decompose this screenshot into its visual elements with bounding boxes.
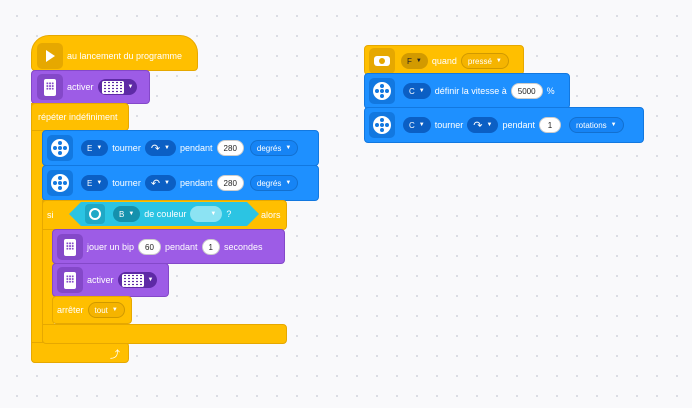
color-condition-label: de couleur [144, 209, 187, 219]
turn-label: tourner [112, 178, 141, 188]
note-input[interactable]: 60 [138, 239, 161, 255]
clockwise-icon: ↷ [150, 142, 161, 155]
motor-icon [47, 170, 73, 196]
hub-icon [37, 74, 63, 100]
set-speed-label: définir la vitesse à [434, 86, 507, 96]
stop-block[interactable]: arrêter tout▼ [52, 296, 132, 324]
force-sensor-icon [369, 48, 395, 74]
duration-input[interactable]: 1 [201, 239, 220, 255]
matrix-icon [121, 273, 144, 287]
state-dropdown[interactable]: pressé▼ [460, 53, 509, 69]
motor-turn-block-2[interactable]: E▼ tourner ↶▼ pendant 280 degrés▼ [42, 165, 319, 201]
unit-dropdown[interactable]: rotations▼ [568, 117, 624, 133]
activate-matrix-block[interactable]: activer ▼ [31, 70, 150, 104]
sensor-port-dropdown[interactable]: B▼ [113, 206, 140, 222]
motor-icon [369, 112, 395, 138]
if-label: si [47, 210, 54, 220]
percent-label: % [546, 86, 555, 96]
repeat-forever-footer: ⤴ [31, 342, 129, 363]
motor-port-dropdown[interactable]: E▼ [81, 175, 109, 191]
matrix-icon [101, 80, 124, 94]
stop-option-dropdown[interactable]: tout▼ [87, 302, 125, 318]
then-label: alors [261, 210, 281, 220]
start-program-label: au lancement du programme [67, 51, 183, 61]
motor-port-dropdown[interactable]: E▼ [81, 140, 109, 156]
speed-input[interactable]: 5000 [510, 83, 543, 99]
amount-input[interactable]: 280 [216, 140, 244, 156]
motor-port-dropdown[interactable]: C▼ [403, 117, 431, 133]
stop-label: arrêter [57, 305, 84, 315]
play-beep-label: jouer un bip [87, 242, 135, 252]
turn-label: tourner [112, 143, 141, 153]
hub-icon [57, 267, 83, 293]
amount-input[interactable]: 1 [538, 117, 561, 133]
unit-dropdown[interactable]: degrés▼ [249, 140, 299, 156]
motor-port-dropdown[interactable]: C▼ [403, 83, 431, 99]
activate-label: activer [67, 82, 94, 92]
color-picker[interactable]: ▼ [190, 206, 222, 222]
turn-label: tourner [434, 120, 464, 130]
during-label: pendant [502, 120, 535, 130]
activate-matrix-block-inner[interactable]: activer ▼ [52, 263, 169, 297]
when-pressed-block[interactable]: F▼ quand pressé▼ [364, 45, 524, 75]
activate-label: activer [87, 275, 114, 285]
matrix-picker[interactable]: ▼ [117, 272, 158, 288]
seconds-label: secondes [223, 242, 263, 252]
amount-input[interactable]: 280 [216, 175, 244, 191]
motor-icon [47, 135, 73, 161]
play-beep-block[interactable]: jouer un bip 60 pendant 1 secondes [52, 229, 285, 264]
during-label: pendant [180, 143, 213, 153]
motor-turn-rotations-block[interactable]: C▼ tourner ↷▼ pendant 1 rotations▼ [364, 107, 644, 143]
sensor-port-dropdown[interactable]: F▼ [401, 53, 428, 69]
color-sensor-icon [85, 204, 105, 224]
set-speed-block[interactable]: C▼ définir la vitesse à 5000 % [364, 73, 570, 109]
color-condition[interactable]: B▼ de couleur ▼ ? [69, 202, 259, 226]
when-label: quand [431, 56, 457, 66]
direction-dropdown[interactable]: ↷▼ [144, 140, 176, 156]
if-then-footer [42, 324, 287, 344]
repeat-forever-header: répéter indéfiniment [31, 103, 129, 131]
unit-dropdown[interactable]: degrés▼ [249, 175, 299, 191]
loop-arrow-icon: ⤴ [110, 350, 120, 361]
motor-turn-block-1[interactable]: E▼ tourner ↷▼ pendant 280 degrés▼ [42, 130, 319, 166]
hub-icon [57, 234, 83, 260]
play-flag-icon [37, 43, 63, 69]
start-program-block[interactable]: au lancement du programme [31, 35, 198, 71]
clockwise-icon: ↷ [473, 119, 483, 132]
question-mark: ? [226, 209, 232, 219]
direction-dropdown[interactable]: ↷▼ [467, 117, 499, 133]
repeat-forever-label: répéter indéfiniment [38, 112, 118, 122]
during-label: pendant [180, 178, 213, 188]
matrix-picker[interactable]: ▼ [97, 79, 138, 95]
direction-dropdown[interactable]: ↶▼ [144, 175, 176, 191]
during-label: pendant [164, 242, 198, 252]
counterclockwise-icon: ↶ [150, 177, 161, 190]
motor-icon [369, 78, 395, 104]
